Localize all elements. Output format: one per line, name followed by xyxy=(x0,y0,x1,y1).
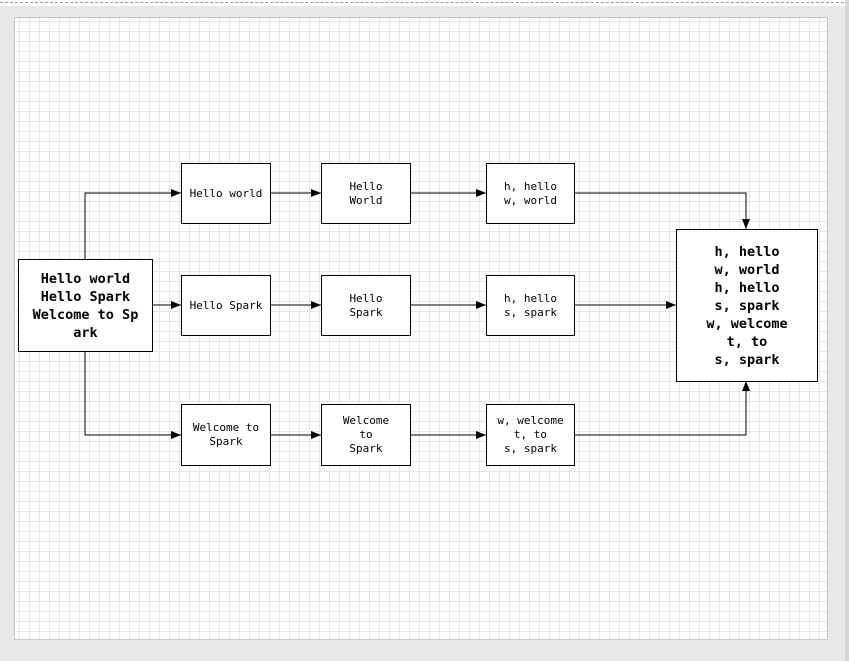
edge-source-split-3 xyxy=(84,351,181,439)
split-node-2[interactable]: Hello Spark xyxy=(181,275,271,336)
source-text-node[interactable]: Hello world Hello Spark Welcome to Sp ar… xyxy=(18,259,153,352)
split-node-1[interactable]: Hello world xyxy=(181,163,271,224)
words-node-1[interactable]: Hello World xyxy=(321,163,411,224)
words-node-3[interactable]: Welcome to Spark xyxy=(321,404,411,466)
words-node-2[interactable]: Hello Spark xyxy=(321,275,411,336)
edge-source-split-1 xyxy=(84,189,181,259)
split-node-3[interactable]: Welcome to Spark xyxy=(181,404,271,466)
page-break-line xyxy=(0,2,849,3)
pairs-node-2[interactable]: h, hello s, spark xyxy=(486,275,575,336)
pairs-node-1[interactable]: h, hello w, world xyxy=(486,163,575,224)
window-edge xyxy=(845,0,849,661)
top-ruler xyxy=(0,0,849,6)
result-node[interactable]: h, hello w, world h, hello s, spark w, w… xyxy=(676,229,818,382)
edge-pairs-result-1 xyxy=(575,192,750,229)
pairs-node-3[interactable]: w, welcome t, to s, spark xyxy=(486,404,575,466)
edge-pairs-result-3 xyxy=(575,381,750,436)
